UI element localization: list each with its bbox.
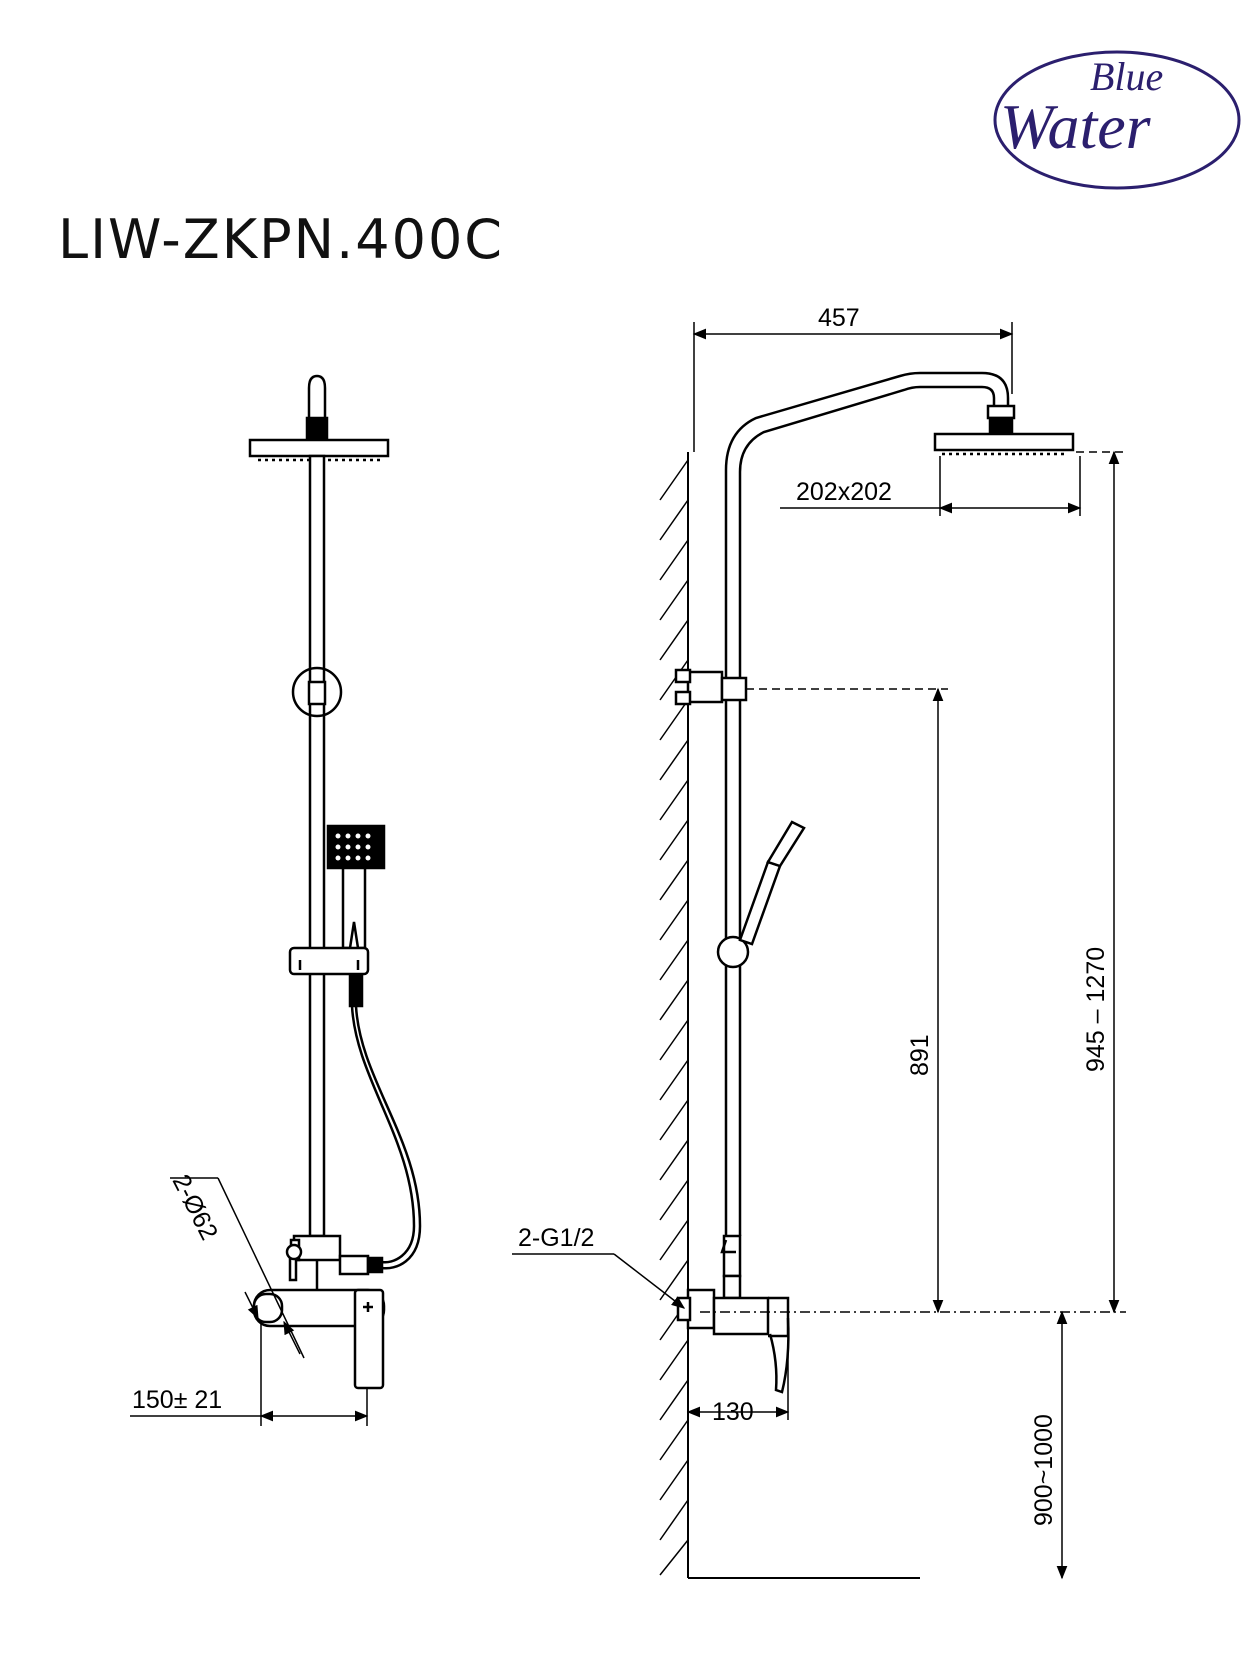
inlet-dim: 2-G1/2 [518, 1224, 594, 1252]
side-view-dimensions [512, 322, 1126, 1580]
mount-height-dim: 900~1000 [1030, 1414, 1058, 1526]
front-view [248, 374, 422, 1390]
projection-dim: 130 [712, 1398, 754, 1426]
side-view [674, 371, 1075, 1394]
model-title: LIW-ZKPN.400C [58, 208, 505, 271]
wall [659, 452, 920, 1579]
center-distance-dim: 150± 21 [132, 1386, 222, 1414]
logo-line1: Blue [1090, 54, 1163, 99]
overall-width-dim: 457 [818, 304, 860, 332]
escutcheon-dim: 2-Ø62 [167, 1170, 223, 1245]
front-view-dimensions [130, 1177, 369, 1426]
logo-line2: Water [1000, 91, 1152, 162]
bracket-height-dim: 891 [906, 1034, 934, 1076]
total-height-dim: 945 – 1270 [1082, 947, 1110, 1072]
head-size-dim: 202x202 [796, 478, 892, 506]
brand-logo: Blue Water [993, 50, 1241, 190]
